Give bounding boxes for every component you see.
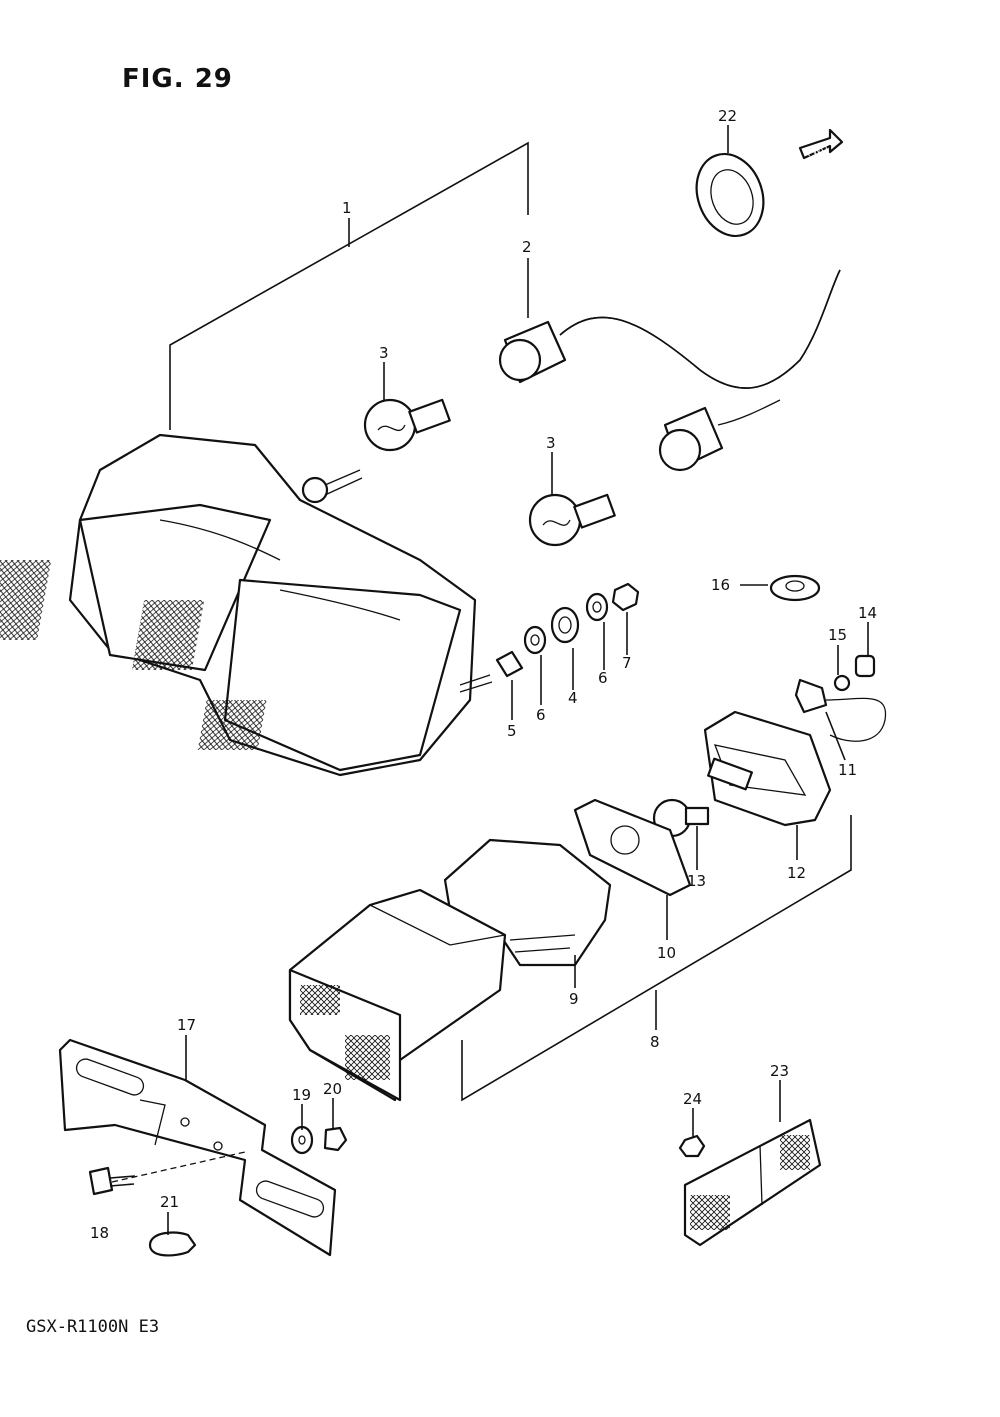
callout-15: 15	[828, 626, 847, 644]
callout-5: 5	[507, 722, 517, 740]
callout-16: 16	[711, 576, 730, 594]
bulb-3b	[528, 493, 616, 547]
callout-20: 20	[323, 1080, 342, 1098]
socket-11	[794, 678, 887, 742]
model-label: GSX-R1100N E3	[26, 1317, 160, 1337]
callout-1: 1	[342, 199, 352, 217]
callout-11: 11	[838, 761, 857, 779]
socket-harness-2	[498, 269, 841, 472]
cushion-4	[550, 606, 580, 644]
callout-21: 21	[160, 1193, 179, 1211]
tail-lamp-assembly-1	[0, 433, 493, 777]
callout-6a: 6	[536, 706, 546, 724]
bracket-1	[169, 141, 529, 430]
bracket-8	[461, 815, 852, 1102]
cap-14	[854, 654, 876, 678]
grommet-22	[695, 152, 765, 238]
callout-18: 18	[90, 1224, 109, 1242]
washer-6b	[585, 592, 609, 622]
washer-19	[290, 1125, 314, 1155]
bulb-3a	[363, 398, 451, 452]
callout-8: 8	[650, 1033, 660, 1051]
callout-7: 7	[622, 654, 632, 672]
bracket-17	[58, 1038, 337, 1257]
gasket-10	[573, 798, 692, 897]
license-lamp-housing-12	[703, 710, 832, 827]
spacer-5	[495, 650, 524, 678]
reflector-23	[683, 1118, 822, 1247]
callout-4: 4	[568, 689, 578, 707]
callout-24: 24	[683, 1090, 702, 1108]
washer-6a	[523, 625, 547, 655]
callout-9: 9	[569, 990, 579, 1008]
nut-7	[611, 582, 640, 612]
grommet-16	[740, 574, 821, 602]
nut-20	[323, 1126, 348, 1152]
leader-lines	[167, 125, 869, 1235]
callout-14: 14	[858, 604, 877, 622]
callout-19: 19	[292, 1086, 311, 1104]
callout-23: 23	[770, 1062, 789, 1080]
callout-22: 22	[718, 107, 737, 125]
callout-2: 2	[522, 238, 532, 256]
plug-21	[148, 1231, 197, 1257]
tail-lens-8	[288, 888, 507, 1102]
callout-17: 17	[177, 1016, 196, 1034]
nut-15	[833, 674, 851, 692]
callout-6b: 6	[598, 669, 608, 687]
callout-3b: 3	[546, 434, 556, 452]
figure-title: FIG. 29	[122, 64, 233, 94]
callout-12: 12	[787, 864, 806, 882]
callout-13: 13	[687, 872, 706, 890]
callout-10: 10	[657, 944, 676, 962]
nut-24	[678, 1134, 706, 1158]
bolt-18	[88, 1151, 246, 1196]
callout-3a: 3	[379, 344, 389, 362]
fwd-arrow-icon: FWD	[798, 128, 844, 159]
